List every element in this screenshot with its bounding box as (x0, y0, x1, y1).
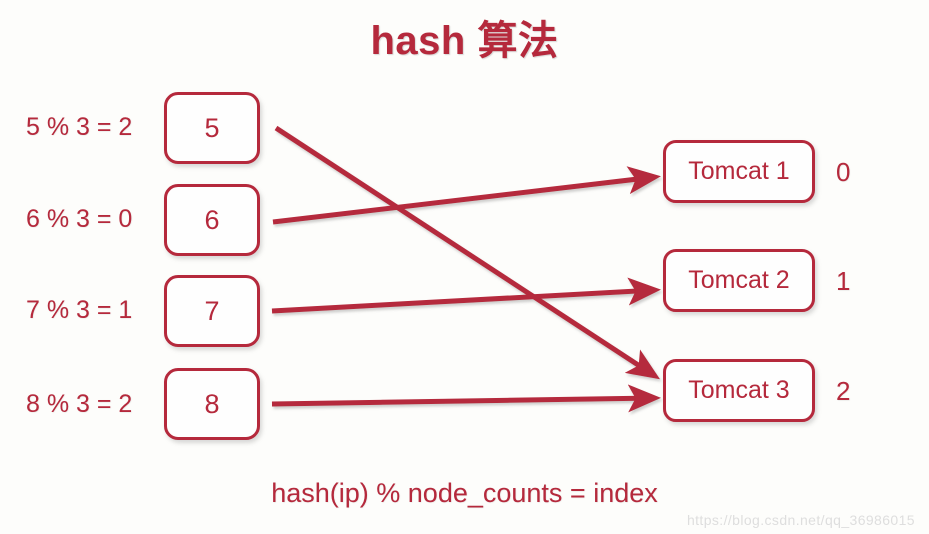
server-box-label: Tomcat 2 (688, 266, 790, 294)
server-index-2: 2 (836, 376, 851, 406)
server-box-tomcat-3[interactable]: Tomcat 3 (663, 359, 815, 422)
arrow-5-to-tomcat-3 (274, 125, 661, 380)
expression-label-3: 8 % 3 = 2 (26, 390, 133, 418)
server-index-1: 1 (836, 266, 851, 296)
server-box-label: Tomcat 3 (688, 376, 790, 404)
server-box-tomcat-2[interactable]: Tomcat 2 (663, 249, 815, 312)
key-box-6[interactable]: 6 (164, 184, 260, 256)
key-box-label: 8 (204, 388, 220, 419)
watermark: https://blog.csdn.net/qq_36986015 (686, 512, 915, 528)
server-index-0: 0 (836, 157, 851, 187)
server-box-tomcat-1[interactable]: Tomcat 1 (663, 140, 815, 203)
server-box-label: Tomcat 1 (688, 157, 790, 185)
key-box-label: 5 (204, 112, 220, 143)
expression-label-2: 7 % 3 = 1 (26, 296, 133, 324)
formula-caption: hash(ip) % node_counts = index (271, 478, 658, 508)
key-box-label: 7 (204, 295, 220, 326)
page-title: hash 算法 (370, 19, 559, 63)
arrow-6-to-tomcat-1 (272, 166, 661, 225)
key-box-8[interactable]: 8 (164, 368, 260, 440)
arrow-7-to-tomcat-2 (271, 277, 661, 314)
key-box-5[interactable]: 5 (164, 92, 260, 164)
key-box-7[interactable]: 7 (164, 275, 260, 347)
expression-label-0: 5 % 3 = 2 (26, 113, 133, 141)
arrow-8-to-tomcat-3 (271, 384, 661, 413)
key-box-label: 6 (204, 204, 220, 235)
expression-label-1: 6 % 3 = 0 (26, 205, 133, 233)
